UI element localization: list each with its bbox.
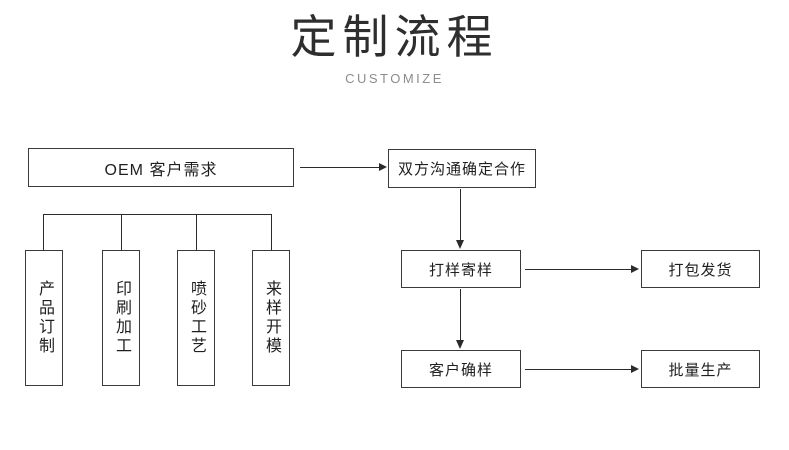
connector-branch-drop-2: [121, 214, 122, 250]
flow-node-printing-processing[interactable]: 印刷加工: [102, 250, 140, 386]
connector-branch-drop-4: [271, 214, 272, 250]
flow-node-sandblasting-craft-label: 喷砂工艺: [188, 280, 205, 356]
arrowhead-down-icon-2: [456, 340, 464, 349]
connector-sampling-to-packing: [525, 269, 632, 270]
flow-node-printing-processing-label: 印刷加工: [113, 280, 130, 356]
page-header: 定制流程 CUSTOMIZE: [0, 8, 789, 88]
flow-node-sample-molding-label: 来样开模: [263, 280, 280, 356]
connector-communication-to-sampling: [460, 189, 461, 241]
flow-node-oem-requirement[interactable]: OEM 客户需求: [28, 148, 294, 187]
flow-node-proofing-sample[interactable]: 打样寄样: [401, 250, 521, 288]
flow-node-packing-shipment[interactable]: 打包发货: [641, 250, 760, 288]
flow-node-mutual-communication[interactable]: 双方沟通确定合作: [388, 149, 536, 188]
flow-node-product-customization-label: 产品订制: [36, 280, 53, 356]
connector-oem-to-communication: [300, 167, 380, 168]
flow-node-product-customization[interactable]: 产品订制: [25, 250, 63, 386]
connector-confirmation-to-production: [525, 369, 632, 370]
connector-sampling-to-confirmation: [460, 289, 461, 341]
page-title: 定制流程: [290, 11, 499, 63]
connector-branch-drop-1: [43, 214, 44, 250]
flow-node-mass-production[interactable]: 批量生产: [641, 350, 760, 388]
connector-branch-drop-3: [196, 214, 197, 250]
arrowhead-down-icon: [456, 240, 464, 249]
page-subtitle: CUSTOMIZE: [345, 71, 444, 86]
flow-node-customer-confirmation[interactable]: 客户确样: [401, 350, 521, 388]
flow-node-sandblasting-craft[interactable]: 喷砂工艺: [177, 250, 215, 386]
connector-branch-bus: [43, 214, 272, 215]
arrowhead-right-icon: [379, 163, 387, 171]
arrowhead-right-icon-2: [631, 265, 639, 273]
flow-node-sample-molding[interactable]: 来样开模: [252, 250, 290, 386]
arrowhead-right-icon-3: [631, 365, 639, 373]
